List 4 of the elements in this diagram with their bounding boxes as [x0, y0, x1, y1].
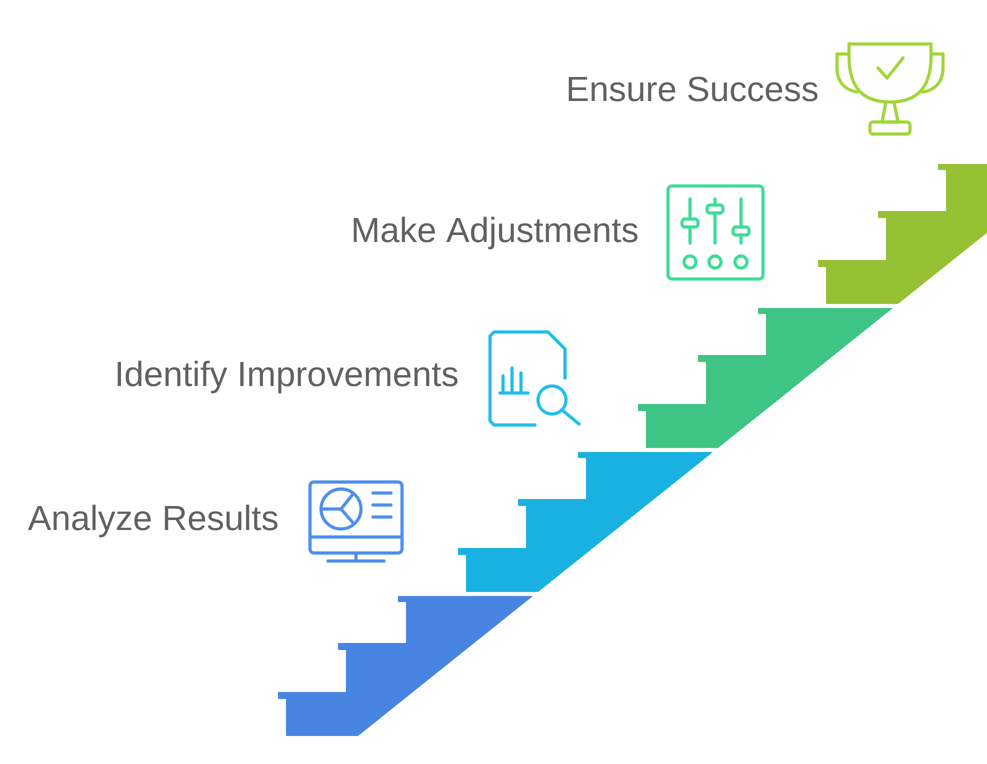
step-label: Make Adjustments [354, 216, 638, 250]
step-label: Analyze Results [28, 504, 278, 538]
step-label: Identify Improvements [118, 360, 458, 394]
step-label: Ensure Success [568, 76, 818, 102]
